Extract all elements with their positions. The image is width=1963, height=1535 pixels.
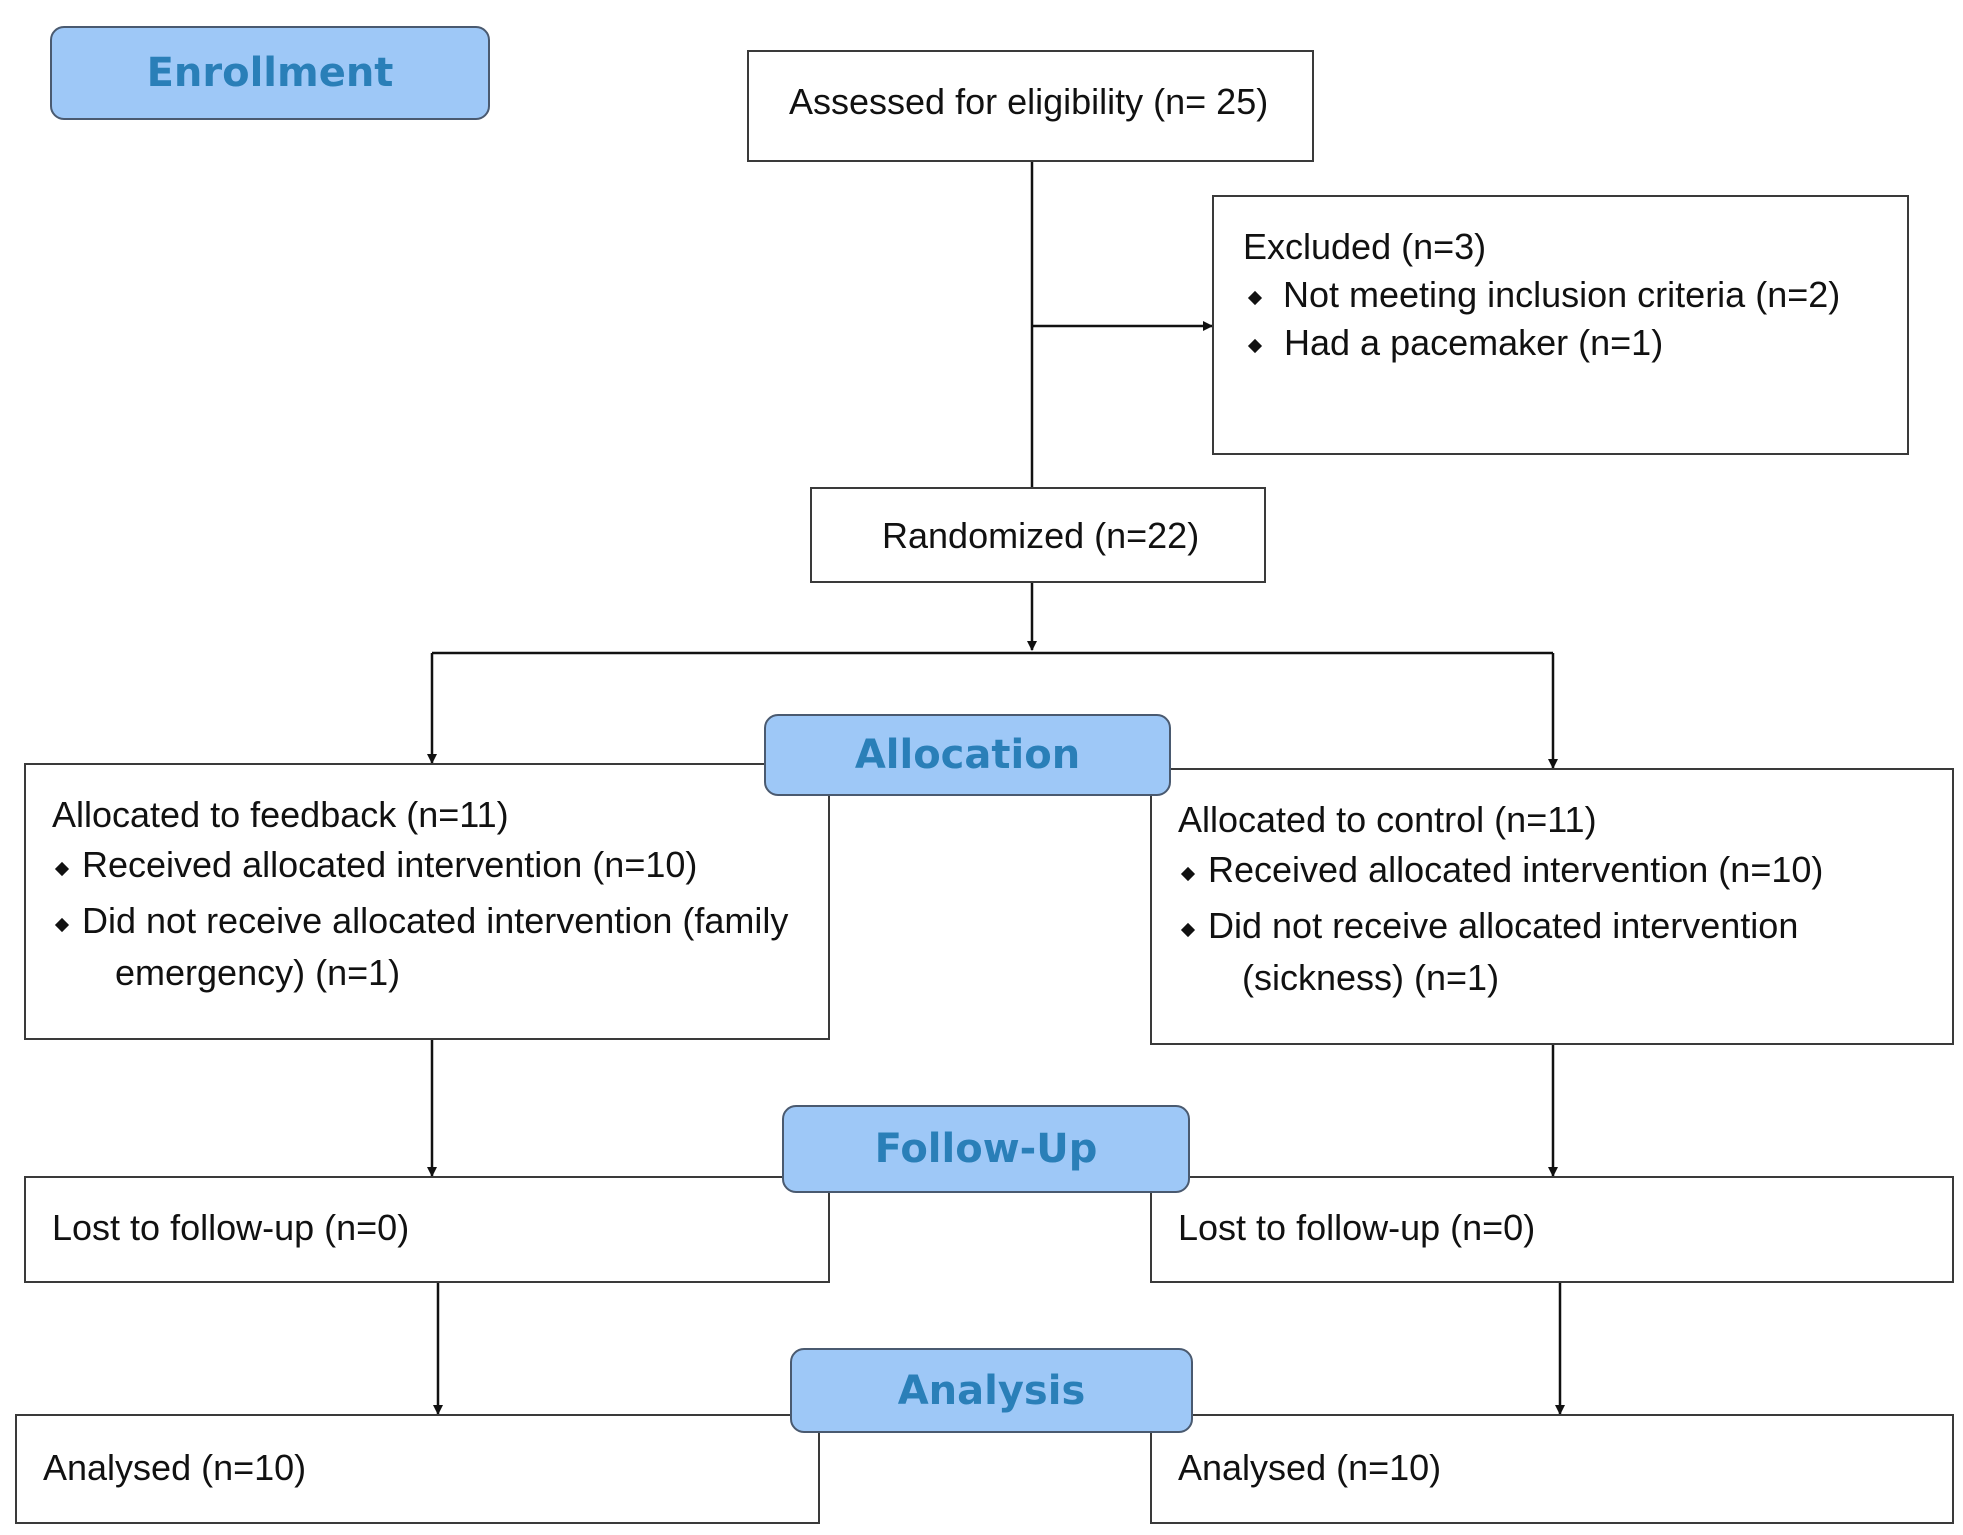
feedback-not-received-line-2: emergency) (n=1) xyxy=(115,952,401,993)
stage-enrollment-label: Enrollment xyxy=(50,26,490,120)
bullet-icon xyxy=(54,917,70,933)
bullet-icon xyxy=(1247,290,1263,306)
feedback-allocated-text: Allocated to feedback (n=11) xyxy=(52,794,509,835)
randomized-box: Randomized (n=22) xyxy=(810,487,1266,583)
control-allocated-text: Allocated to control (n=11) xyxy=(1178,799,1597,840)
control-allocation-box: Allocated to control (n=11) Received all… xyxy=(1150,768,1954,1045)
feedback-analysis-box: Analysed (n=10) xyxy=(15,1414,820,1524)
bullet-icon xyxy=(54,861,70,877)
bullet-icon xyxy=(1180,922,1196,938)
control-received-text: Received allocated intervention (n=10) xyxy=(1208,849,1824,890)
feedback-follow-up-box: Lost to follow-up (n=0) xyxy=(24,1176,830,1283)
bullet-icon xyxy=(1247,338,1263,354)
control-analysed-text: Analysed (n=10) xyxy=(1178,1447,1442,1488)
control-lost-text: Lost to follow-up (n=0) xyxy=(1178,1207,1536,1248)
excluded-reason-2: Had a pacemaker (n=1) xyxy=(1284,322,1664,363)
feedback-analysed-text: Analysed (n=10) xyxy=(43,1447,307,1488)
feedback-received-text: Received allocated intervention (n=10) xyxy=(82,844,698,885)
feedback-lost-text: Lost to follow-up (n=0) xyxy=(52,1207,410,1248)
excluded-reason-1: Not meeting inclusion criteria (n=2) xyxy=(1283,274,1841,315)
assessed-box: Assessed for eligibility (n= 25) xyxy=(747,50,1314,162)
assessed-text: Assessed for eligibility (n= 25) xyxy=(789,81,1269,122)
control-not-received-line-2: (sickness) (n=1) xyxy=(1242,957,1500,998)
stage-allocation-label: Allocation xyxy=(764,714,1171,796)
feedback-not-received-line-1: Did not receive allocated intervention (… xyxy=(82,900,789,941)
stage-follow-up-label: Follow-Up xyxy=(782,1105,1190,1193)
control-follow-up-box: Lost to follow-up (n=0) xyxy=(1150,1176,1954,1283)
control-analysis-box: Analysed (n=10) xyxy=(1150,1414,1954,1524)
control-not-received-line-1: Did not receive allocated intervention xyxy=(1208,905,1799,946)
excluded-box: Excluded (n=3) Not meeting inclusion cri… xyxy=(1212,195,1909,455)
bullet-icon xyxy=(1180,866,1196,882)
excluded-title: Excluded (n=3) xyxy=(1243,226,1487,267)
stage-analysis-label: Analysis xyxy=(790,1348,1193,1433)
feedback-allocation-box: Allocated to feedback (n=11) Received al… xyxy=(24,763,830,1040)
randomized-text: Randomized (n=22) xyxy=(882,515,1200,556)
